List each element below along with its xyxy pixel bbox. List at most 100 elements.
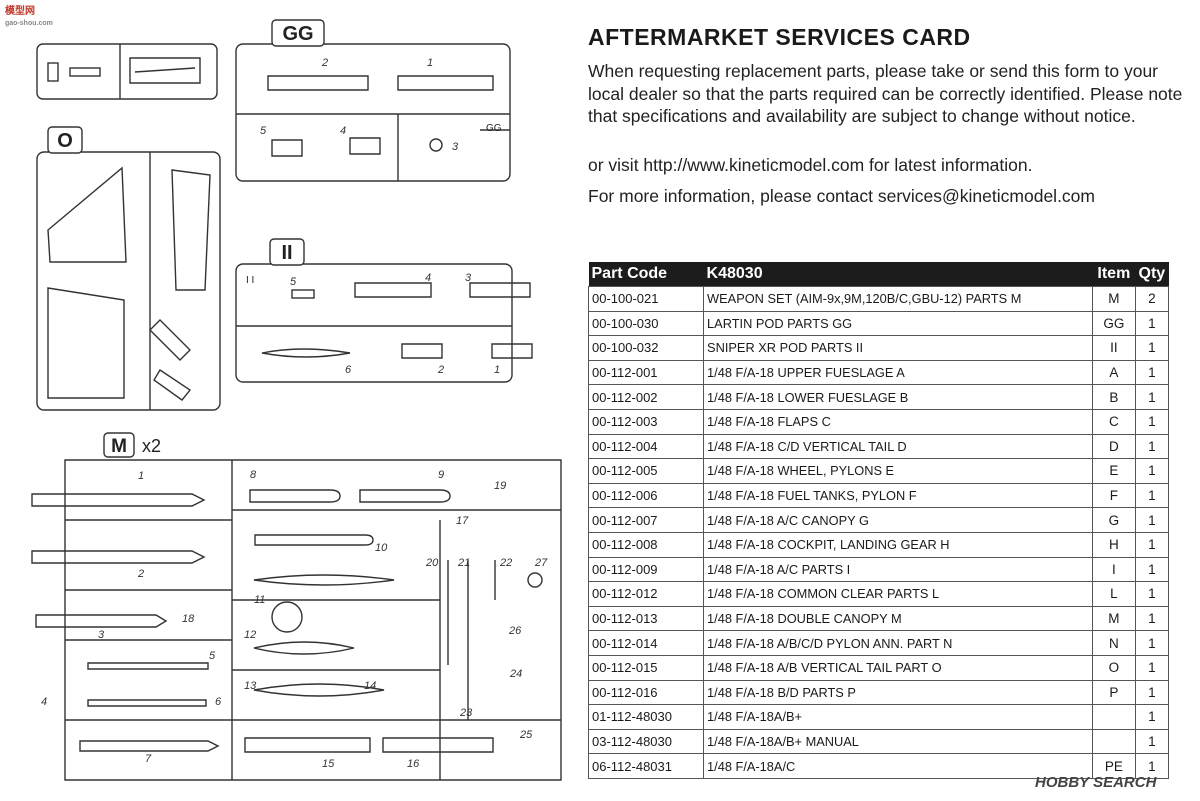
header-kit-number: K48030 xyxy=(703,262,1093,287)
part-item: P xyxy=(1091,679,1136,706)
sprue-gg-corner: GG xyxy=(486,123,502,134)
part-number: 25 xyxy=(519,729,533,741)
part-item: GG xyxy=(1091,310,1136,337)
part-code: 03-112-48030 xyxy=(587,728,705,755)
part-code: 00-112-003 xyxy=(587,408,705,435)
part-number: 18 xyxy=(182,613,195,625)
part-number: 21 xyxy=(457,557,470,569)
part-number: 26 xyxy=(508,625,522,637)
table-header-row: Part Code K48030 Item Qty xyxy=(588,262,1169,287)
part-number: 19 xyxy=(494,480,506,492)
sprue-ii xyxy=(235,263,533,383)
sprue-gg xyxy=(235,43,511,182)
part-qty: 1 xyxy=(1134,630,1170,656)
part-number: 1 xyxy=(494,364,500,376)
part-number: 4 xyxy=(340,125,346,137)
part-code: 00-100-030 xyxy=(587,310,705,337)
part-qty: 1 xyxy=(1134,728,1170,755)
part-item: II xyxy=(1091,335,1136,361)
part-code: 00-112-015 xyxy=(587,654,705,681)
part-description: 1/48 F/A-18A/C xyxy=(703,753,1093,779)
part-number: 5 xyxy=(209,650,216,662)
part-qty: 1 xyxy=(1134,556,1170,583)
part-qty: 2 xyxy=(1134,286,1170,312)
part-description: 1/48 F/A-18 A/B/C/D PYLON ANN. PART N xyxy=(703,630,1093,656)
card-title: AFTERMARKET SERVICES CARD xyxy=(588,24,971,50)
part-number: 5 xyxy=(290,276,297,288)
watermark-logo-text: 模型网 xyxy=(5,6,35,17)
part-description: 1/48 F/A-18 LOWER FUESLAGE B xyxy=(703,384,1093,410)
part-number: 22 xyxy=(499,557,512,569)
part-item: M xyxy=(1091,605,1136,632)
part-code: 00-100-032 xyxy=(587,335,705,361)
part-number: 1 xyxy=(138,470,144,482)
part-description: 1/48 F/A-18 A/C CANOPY G xyxy=(703,507,1093,533)
part-code: 00-112-016 xyxy=(587,679,705,706)
part-code: 01-112-48030 xyxy=(587,704,705,730)
sprue-ii-corner: I I xyxy=(246,275,254,286)
part-number: 23 xyxy=(459,707,473,719)
part-description: 1/48 F/A-18 FUEL TANKS, PYLON F xyxy=(703,482,1093,509)
part-number: 10 xyxy=(375,542,388,554)
part-description: WEAPON SET (AIM-9x,9M,120B/C,GBU-12) PAR… xyxy=(703,286,1093,312)
part-number: 5 xyxy=(260,125,267,137)
header-item: Item xyxy=(1092,262,1136,287)
part-qty: 1 xyxy=(1134,433,1170,460)
part-description: 1/48 F/A-18 DOUBLE CANOPY M xyxy=(703,605,1093,632)
part-qty: 1 xyxy=(1134,679,1170,706)
part-qty: 1 xyxy=(1134,310,1170,337)
part-code: 06-112-48031 xyxy=(587,753,705,779)
part-description: 1/48 F/A-18A/B+ MANUAL xyxy=(703,728,1093,755)
part-number: 2 xyxy=(137,568,144,580)
card-paragraph: When requesting replacement parts, pleas… xyxy=(588,61,1183,126)
part-description: 1/48 F/A-18 A/C PARTS I xyxy=(703,556,1093,583)
part-item: H xyxy=(1091,531,1136,558)
sprue-top-left xyxy=(36,43,218,100)
part-number: 13 xyxy=(244,680,257,692)
part-item: O xyxy=(1091,654,1136,681)
part-code: 00-112-002 xyxy=(587,384,705,410)
part-qty: 1 xyxy=(1134,335,1170,361)
part-qty: 1 xyxy=(1134,581,1170,607)
sprue-drawings: GG O II M x2 GG I I 2 1 5 4 3 5 4 3 6 2 … xyxy=(31,19,562,781)
sprue-o xyxy=(36,151,221,411)
part-description: LARTIN POD PARTS GG xyxy=(703,310,1093,337)
part-qty: 1 xyxy=(1134,482,1170,509)
header-part-code: Part Code xyxy=(588,262,704,287)
part-item: D xyxy=(1091,433,1136,460)
contact-line: For more information, please contact ser… xyxy=(588,186,1095,206)
part-code: 00-112-005 xyxy=(587,458,705,484)
part-number: 3 xyxy=(98,629,105,641)
part-code: 00-112-013 xyxy=(587,605,705,632)
part-qty: 1 xyxy=(1134,753,1170,779)
part-number: 27 xyxy=(534,557,548,569)
sprue-label-m: M xyxy=(111,436,127,457)
sprue-m xyxy=(31,459,562,781)
part-code: 00-112-008 xyxy=(587,531,705,558)
part-qty: 1 xyxy=(1134,605,1170,632)
part-item: B xyxy=(1091,384,1136,410)
part-number: 6 xyxy=(345,364,352,376)
part-item: L xyxy=(1091,581,1136,607)
part-code: 00-112-012 xyxy=(587,581,705,607)
part-description: SNIPER XR POD PARTS II xyxy=(703,335,1093,361)
watermark-hobby-search: HOBBY SEARCH xyxy=(1035,774,1157,791)
sprue-label-o: O xyxy=(57,130,73,152)
sprue-label-ii: II xyxy=(281,242,292,264)
watermark-logo: 模型网 gao-shou.com xyxy=(5,2,53,28)
part-description: 1/48 F/A-18 UPPER FUESLAGE A xyxy=(703,359,1093,386)
